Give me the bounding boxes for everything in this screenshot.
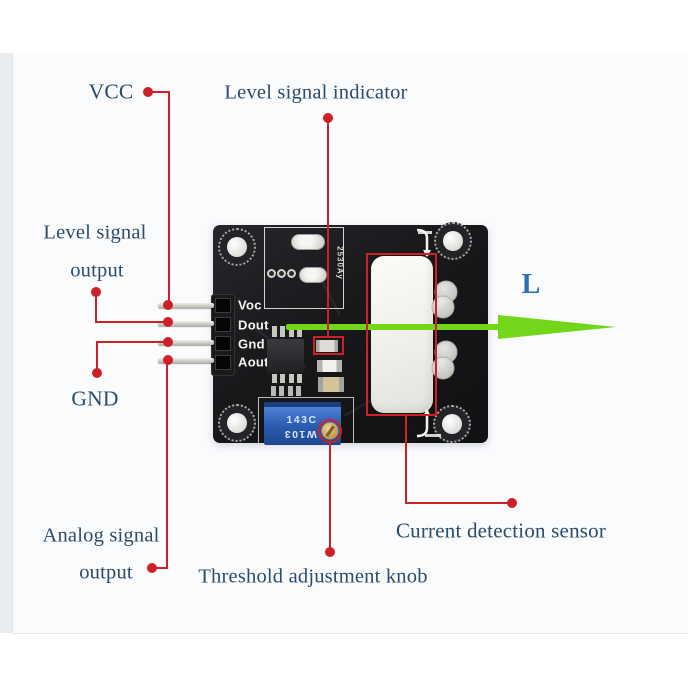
solder-pad xyxy=(279,386,284,396)
knob-highlight-circle xyxy=(318,419,342,443)
solder-pad xyxy=(296,386,301,396)
ic-pad xyxy=(280,326,285,337)
vcc-label: VCC xyxy=(88,79,134,104)
through-hole-pad xyxy=(277,269,286,278)
current-path-arrowhead xyxy=(498,314,616,339)
vcc-callout-line xyxy=(148,90,170,94)
photo-left-strip xyxy=(0,53,12,633)
level-output-callout-line xyxy=(95,320,169,324)
through-hole-pad xyxy=(267,269,276,278)
header-socket xyxy=(215,298,231,313)
vcc-pin-dot xyxy=(163,300,173,310)
header-socket xyxy=(215,317,231,332)
gnd-pin xyxy=(158,340,214,345)
current-path-line xyxy=(286,324,500,330)
header-socket xyxy=(215,355,231,370)
indicator-highlight-box xyxy=(313,336,344,355)
knob-callout-dot xyxy=(325,547,335,557)
pot-silkscreen-outline xyxy=(258,397,354,447)
oblong-pad xyxy=(291,234,325,250)
sensor-callout-line xyxy=(404,416,408,504)
dout-pin-dot xyxy=(163,317,173,327)
solder-pad xyxy=(288,386,293,396)
mounting-hole-bottom-left xyxy=(218,404,256,442)
indicator-led-component xyxy=(316,340,338,352)
gnd-label: GND xyxy=(71,386,119,411)
pin-label-gnd: Gnd xyxy=(238,336,265,352)
ic-pad xyxy=(272,374,277,383)
solder-pad xyxy=(271,386,276,396)
gnd-callout-line xyxy=(95,342,99,373)
level-output-callout-line xyxy=(94,292,98,323)
ic-chip xyxy=(267,339,304,373)
silkscreen-vertical-text: 2530Ay xyxy=(335,246,345,280)
mounting-hole-top-left xyxy=(218,228,256,266)
current-sensor-body xyxy=(371,256,433,413)
aout-pin xyxy=(158,358,214,363)
gnd-callout-dot xyxy=(92,368,102,378)
level-signal-indicator-label: Level signal indicator xyxy=(224,81,408,104)
sensor-callout-line xyxy=(405,501,513,505)
sensor-highlight-box xyxy=(366,253,437,416)
pot-marking-top: 143C xyxy=(286,414,318,426)
load-line-label: L xyxy=(521,269,541,300)
silkscreen-outline-box xyxy=(264,227,344,309)
gnd-pin-dot xyxy=(163,337,173,347)
threshold-knob-label: Threshold adjustment knob xyxy=(198,565,428,588)
ic-pad xyxy=(280,374,285,383)
vcc-pin xyxy=(158,303,214,308)
oblong-pad xyxy=(299,267,327,283)
mounting-hole-bottom-right xyxy=(433,405,471,443)
pin-label-vcc: Voc xyxy=(238,297,262,313)
ic-pad xyxy=(297,374,302,383)
ic-pad xyxy=(289,326,294,337)
hole-core xyxy=(227,237,247,257)
analog-signal-output-label-line2: output xyxy=(79,561,133,584)
level-signal-output-label-line2: output xyxy=(70,259,124,282)
level-signal-output-label-line1: Level signal xyxy=(43,221,147,244)
led-dome xyxy=(431,356,455,380)
through-hole-pad xyxy=(287,269,296,278)
hole-core xyxy=(443,231,463,251)
smd-capacitor xyxy=(318,377,344,392)
mounting-hole-top-right xyxy=(434,222,472,260)
knob-callout-line xyxy=(328,443,332,552)
analog-output-callout-dot xyxy=(147,563,157,573)
silkscreen-dash xyxy=(425,434,441,437)
vcc-callout-line xyxy=(167,91,170,305)
ic-pad xyxy=(297,326,302,337)
led-dome xyxy=(431,295,455,319)
dout-pin xyxy=(158,321,214,326)
gnd-callout-line xyxy=(96,340,169,344)
sensor-callout-dot xyxy=(507,498,517,508)
pin-label-aout: Aout xyxy=(238,354,269,370)
current-sensor-label: Current detection sensor xyxy=(395,518,607,543)
smd-resistor xyxy=(317,360,342,372)
header-socket xyxy=(215,336,231,351)
analog-signal-output-label-line1: Analog signal xyxy=(42,524,160,547)
analog-output-callout-line xyxy=(152,566,168,570)
hole-core xyxy=(442,414,462,434)
ic-pad xyxy=(272,326,277,337)
silkscreen-dash xyxy=(418,231,432,234)
pot-marking-bottom: W103 xyxy=(283,428,317,440)
analog-output-callout-line xyxy=(165,360,169,569)
indicator-callout-line xyxy=(326,118,330,338)
ic-pad xyxy=(289,374,294,383)
hole-core xyxy=(227,413,247,433)
pin-label-dout: Dout xyxy=(238,317,269,333)
